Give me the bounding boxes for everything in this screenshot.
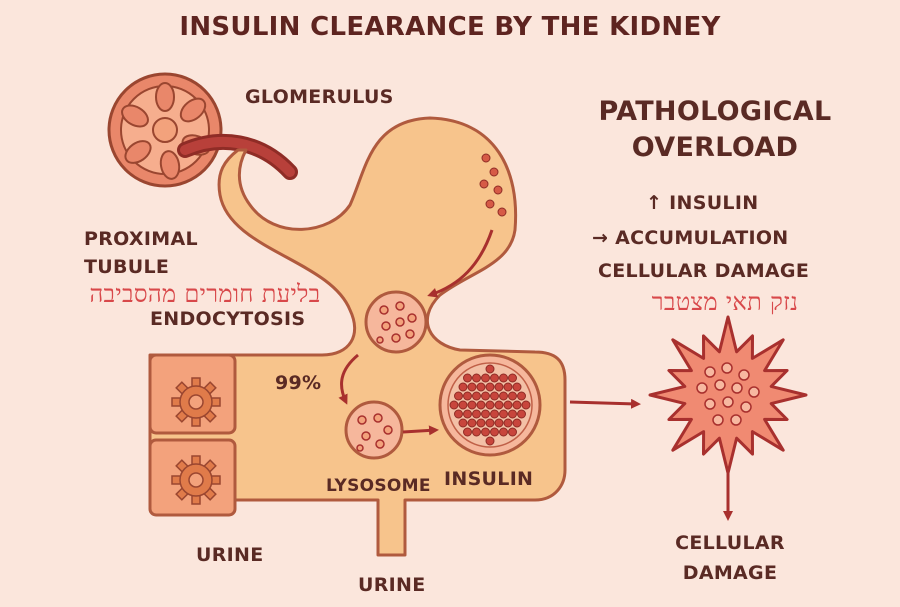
page-title: INSULIN CLEARANCE BY THE KIDNEY — [179, 12, 721, 42]
percent-label: 99% — [275, 372, 322, 394]
glomerulus-label: GLOMERULUS — [245, 86, 394, 108]
arrow-to-lysosome — [338, 353, 359, 405]
pathological-heading-line1: PATHOLOGICAL — [598, 96, 832, 127]
cellular-damage-label-line1: CELLULAR — [675, 532, 785, 554]
endocytosis-vesicle — [364, 290, 428, 354]
insulin-label: INSULIN — [444, 468, 534, 490]
arrow-lysosome-to-insulin — [402, 425, 439, 436]
proximal-tubule-label-line2: TUBULE — [84, 256, 170, 278]
pathological-item-cellular-damage: CELLULAR DAMAGE — [598, 260, 810, 282]
endocytosis-label: ENDOCYTOSIS — [150, 308, 306, 330]
proximal-tubule-label-line1: PROXIMAL — [84, 228, 198, 250]
pathological-item-insulin: ↑ INSULIN — [646, 192, 759, 214]
insulin-accumulation-vesicle — [438, 353, 542, 457]
flow-arrows — [338, 229, 733, 521]
glomerulus-kidney-icon — [107, 72, 298, 188]
gear-icon — [171, 455, 221, 505]
urine-label-left: URINE — [196, 544, 264, 566]
arrow-to-damaged-cell — [569, 398, 641, 409]
pathological-item-accumulation: → ACCUMULATION — [592, 227, 789, 249]
insulin-particles — [479, 153, 507, 217]
damaged-cell-burst-icon — [648, 315, 808, 475]
cellular-damage-hebrew-label: נזק תאי מצטבר — [651, 288, 799, 316]
urine-label-bottom: URINE — [358, 574, 426, 596]
lysosome-label: LYSOSOME — [326, 476, 431, 496]
arrow-to-endocytosis — [427, 229, 494, 298]
cellular-damage-label-line2: DAMAGE — [682, 562, 778, 584]
lysosome-vesicle — [344, 400, 404, 460]
pathological-heading-line2: OVERLOAD — [631, 132, 799, 163]
endocytosis-hebrew-label: בליעת חומרים מהסביבה — [89, 280, 321, 308]
gear-icon — [171, 377, 221, 427]
